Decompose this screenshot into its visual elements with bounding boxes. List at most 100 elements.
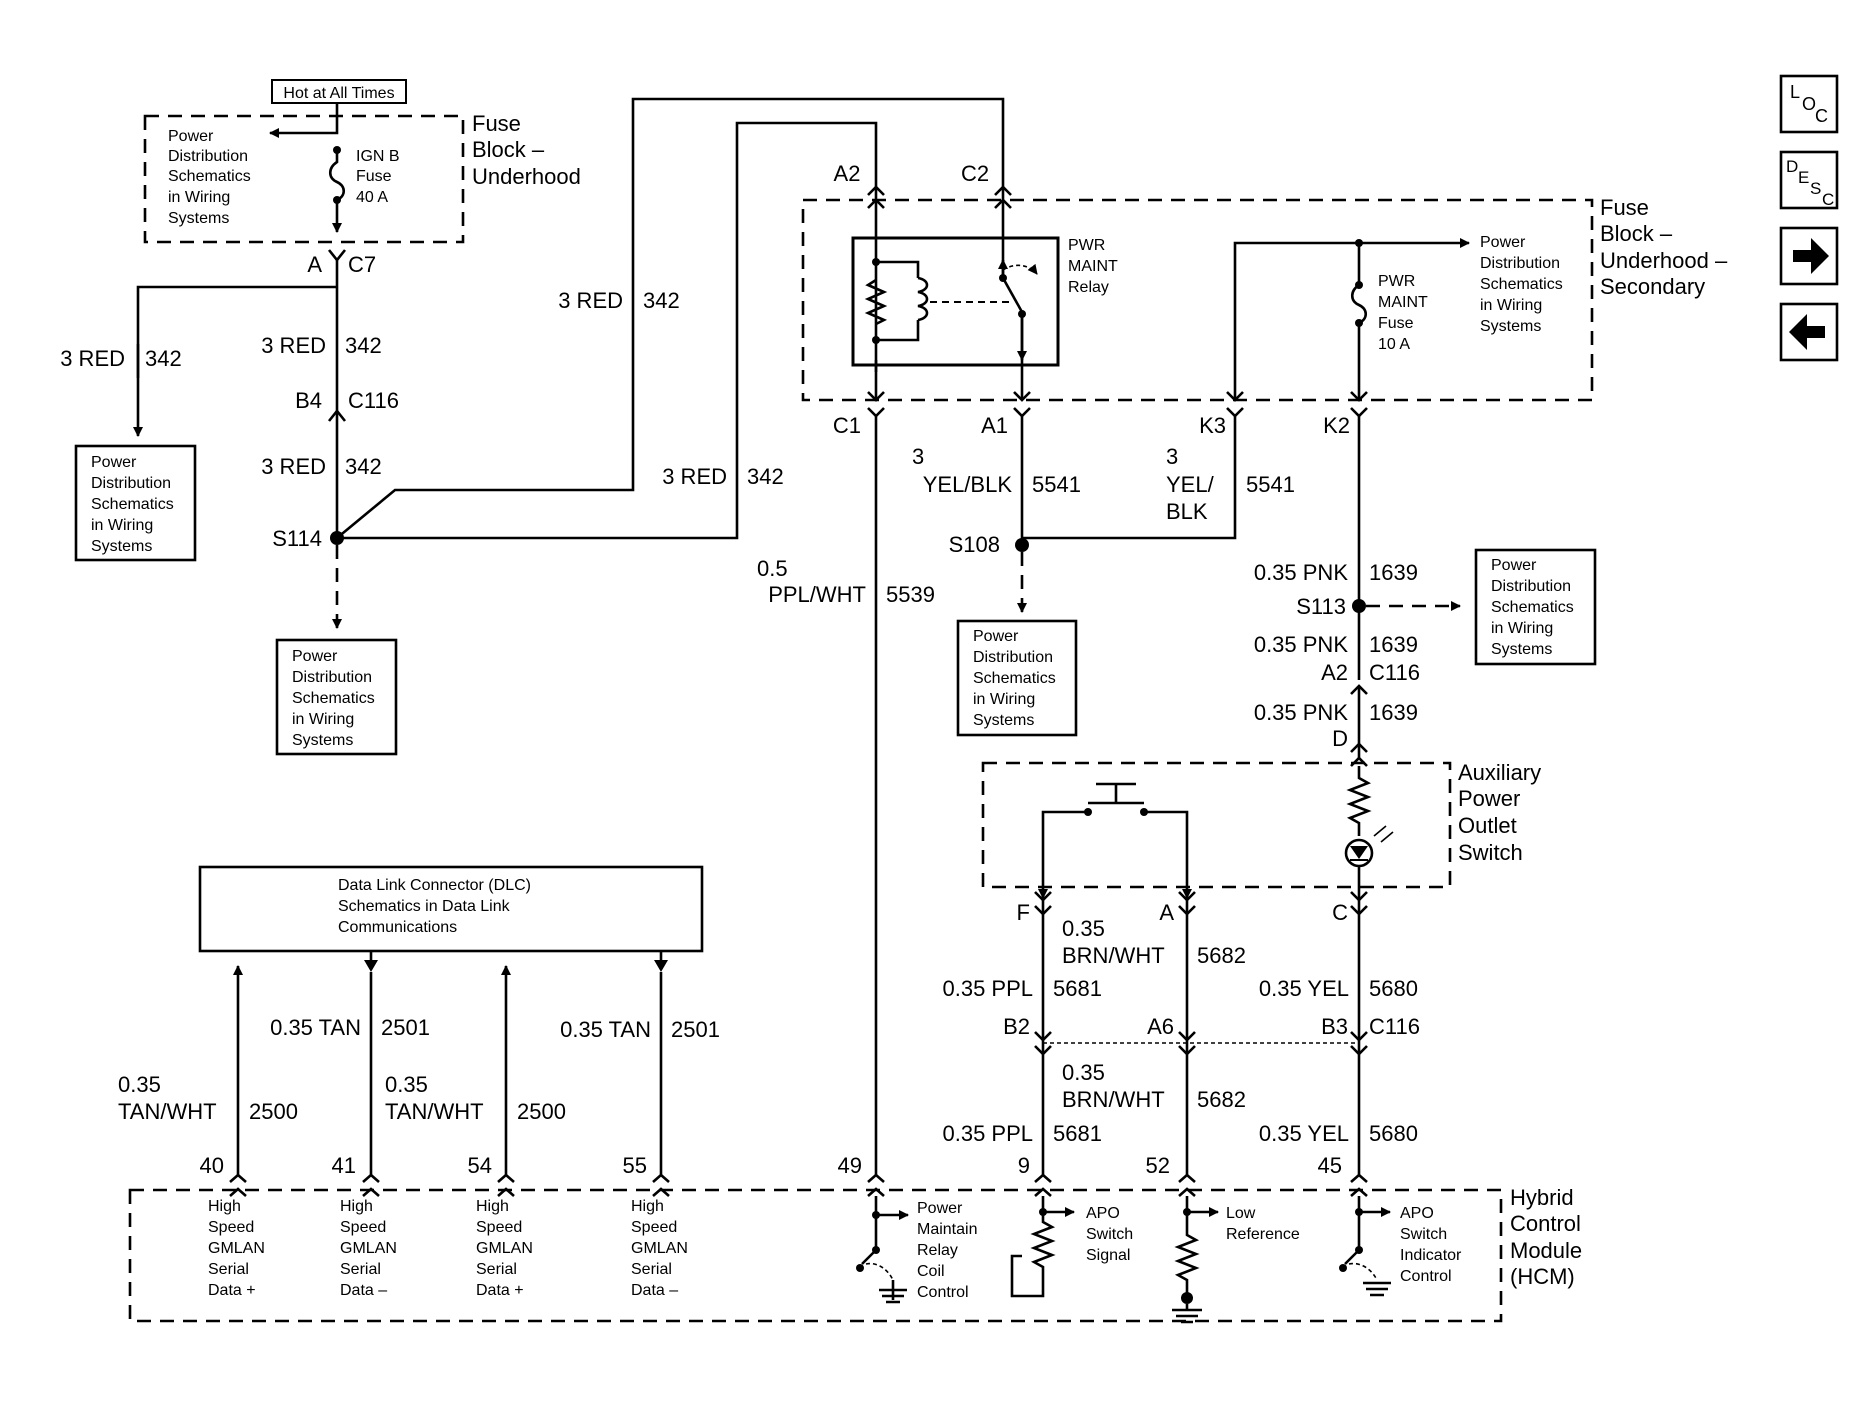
svg-text:BRN/WHT: BRN/WHT (1062, 1087, 1165, 1112)
svg-text:1639: 1639 (1369, 700, 1418, 725)
dlc-box-text: Data Link Connector (DLC) Schematics in … (338, 877, 531, 936)
svg-text:Power: Power (917, 1200, 963, 1217)
svg-text:PWR: PWR (1068, 237, 1105, 254)
hcm-label: Hybrid Control Module (HCM) (1510, 1185, 1582, 1289)
svg-text:PWR: PWR (1378, 273, 1415, 290)
connector-a2-c116: A2 C116 (1321, 660, 1420, 695)
svg-text:0.35 YEL: 0.35 YEL (1259, 1121, 1349, 1146)
pwr-maint-relay (851, 236, 1060, 367)
svg-text:Systems: Systems (91, 538, 152, 555)
svg-text:Serial: Serial (476, 1261, 517, 1278)
svg-text:Signal: Signal (1086, 1247, 1130, 1264)
connector-a1: A1 (981, 391, 1031, 438)
svg-text:in Wiring: in Wiring (91, 517, 153, 534)
svg-text:Distribution: Distribution (91, 475, 171, 492)
svg-text:TAN/WHT: TAN/WHT (118, 1099, 217, 1124)
svg-text:C: C (1815, 106, 1828, 126)
svg-text:3 RED: 3 RED (261, 333, 326, 358)
svg-text:D: D (1332, 726, 1348, 751)
svg-text:Auxiliary: Auxiliary (1458, 760, 1541, 785)
splice-s114-label: S114 (272, 526, 322, 551)
svg-text:5680: 5680 (1369, 976, 1418, 1001)
wire-label-red-342-left: 3 RED 342 (60, 346, 182, 371)
svg-text:C116: C116 (1369, 660, 1420, 685)
svg-text:Fuse: Fuse (356, 168, 392, 185)
connector-a: A (1159, 891, 1196, 925)
wire-label-ppl-5681-a: 0.35 PPL 5681 (942, 976, 1101, 1001)
svg-text:Power: Power (973, 628, 1019, 645)
svg-text:High: High (208, 1198, 241, 1215)
svg-text:in Wiring: in Wiring (168, 189, 230, 206)
power-dist-box-s113-text: Power Distribution Schematics in Wiring … (1491, 557, 1574, 658)
svg-text:Power: Power (1491, 557, 1537, 574)
wire-label-red-342-a: 3 RED 342 (261, 333, 382, 358)
svg-text:High: High (340, 1198, 373, 1215)
svg-text:TAN/WHT: TAN/WHT (385, 1099, 484, 1124)
svg-text:A2: A2 (1321, 660, 1348, 685)
svg-text:in Wiring: in Wiring (1480, 297, 1542, 314)
svg-text:MAINT: MAINT (1068, 258, 1118, 275)
svg-text:10 A: 10 A (1378, 336, 1410, 353)
ign-b-fuse (328, 146, 346, 233)
svg-text:0.35 PNK: 0.35 PNK (1254, 700, 1348, 725)
svg-text:A6: A6 (1147, 1014, 1174, 1039)
svg-text:0.35: 0.35 (1062, 916, 1105, 941)
svg-text:Secondary: Secondary (1600, 274, 1705, 299)
svg-text:C116: C116 (348, 388, 399, 413)
svg-text:YEL/BLK: YEL/BLK (923, 472, 1013, 497)
svg-text:Reference: Reference (1226, 1226, 1300, 1243)
splice-s113-label: S113 (1296, 594, 1346, 619)
power-dist-box-s108 (956, 619, 1078, 737)
svg-text:5539: 5539 (886, 582, 935, 607)
svg-text:(HCM): (HCM) (1510, 1264, 1575, 1289)
svg-text:C: C (1332, 900, 1348, 925)
aux-power-outlet-switch-label: Auxiliary Power Outlet Switch (1458, 760, 1541, 865)
hcm-pin9-text: APO Switch Signal (1086, 1205, 1133, 1264)
svg-text:5682: 5682 (1197, 1087, 1246, 1112)
svg-text:K2: K2 (1323, 413, 1350, 438)
desc-button[interactable]: D E S C (1779, 150, 1839, 210)
loc-button[interactable]: L O C (1779, 74, 1839, 134)
svg-text:Distribution: Distribution (168, 148, 248, 165)
svg-text:Switch: Switch (1458, 840, 1523, 865)
svg-text:Hot at All Times: Hot at All Times (283, 85, 394, 102)
svg-text:3: 3 (912, 444, 924, 469)
svg-text:0.35 TAN: 0.35 TAN (560, 1017, 651, 1042)
svg-text:C: C (1822, 190, 1834, 209)
svg-text:5541: 5541 (1032, 472, 1081, 497)
svg-text:342: 342 (345, 454, 382, 479)
svg-text:Distribution: Distribution (1491, 578, 1571, 595)
svg-text:A1: A1 (981, 413, 1008, 438)
svg-text:Schematics: Schematics (1480, 276, 1563, 293)
svg-text:Switch: Switch (1086, 1226, 1133, 1243)
power-dist-ref-secondary: Power Distribution Schematics in Wiring … (1480, 234, 1563, 335)
connector-b4-c116: B4 C116 (295, 388, 399, 413)
svg-text:C7: C7 (348, 252, 376, 277)
wire-label-yelblk-5541: 3 YEL/BLK 5541 (912, 444, 1081, 497)
svg-text:0.5: 0.5 (757, 556, 788, 581)
svg-text:Block –: Block – (1600, 221, 1673, 246)
svg-text:0.35: 0.35 (385, 1072, 428, 1097)
svg-text:Schematics: Schematics (1491, 599, 1574, 616)
svg-text:C2: C2 (961, 161, 989, 186)
svg-text:55: 55 (623, 1153, 647, 1178)
wire-label-ppl-5681-b: 0.35 PPL 5681 (942, 1121, 1101, 1146)
hcm-pin52-text: Low Reference (1226, 1205, 1300, 1243)
svg-text:in Wiring: in Wiring (973, 691, 1035, 708)
svg-text:F: F (1017, 900, 1030, 925)
forward-button[interactable] (1779, 226, 1839, 286)
connector-f: F (1017, 891, 1052, 925)
pwr-maint-relay-label: PWR MAINT Relay (1068, 237, 1118, 296)
svg-text:GMLAN: GMLAN (208, 1240, 265, 1257)
svg-text:A: A (1159, 900, 1174, 925)
svg-text:342: 342 (643, 288, 680, 313)
svg-text:High: High (476, 1198, 509, 1215)
connector-c1: C1 (833, 391, 885, 438)
hcm-pin49-circuit (856, 1196, 909, 1304)
wire-label-tan-2501-a: 0.35 TAN 2501 (270, 1015, 430, 1040)
svg-text:Switch: Switch (1400, 1226, 1447, 1243)
svg-text:APO: APO (1086, 1205, 1120, 1222)
svg-text:0.35: 0.35 (1062, 1060, 1105, 1085)
svg-text:49: 49 (838, 1153, 862, 1178)
back-button[interactable] (1779, 302, 1839, 362)
